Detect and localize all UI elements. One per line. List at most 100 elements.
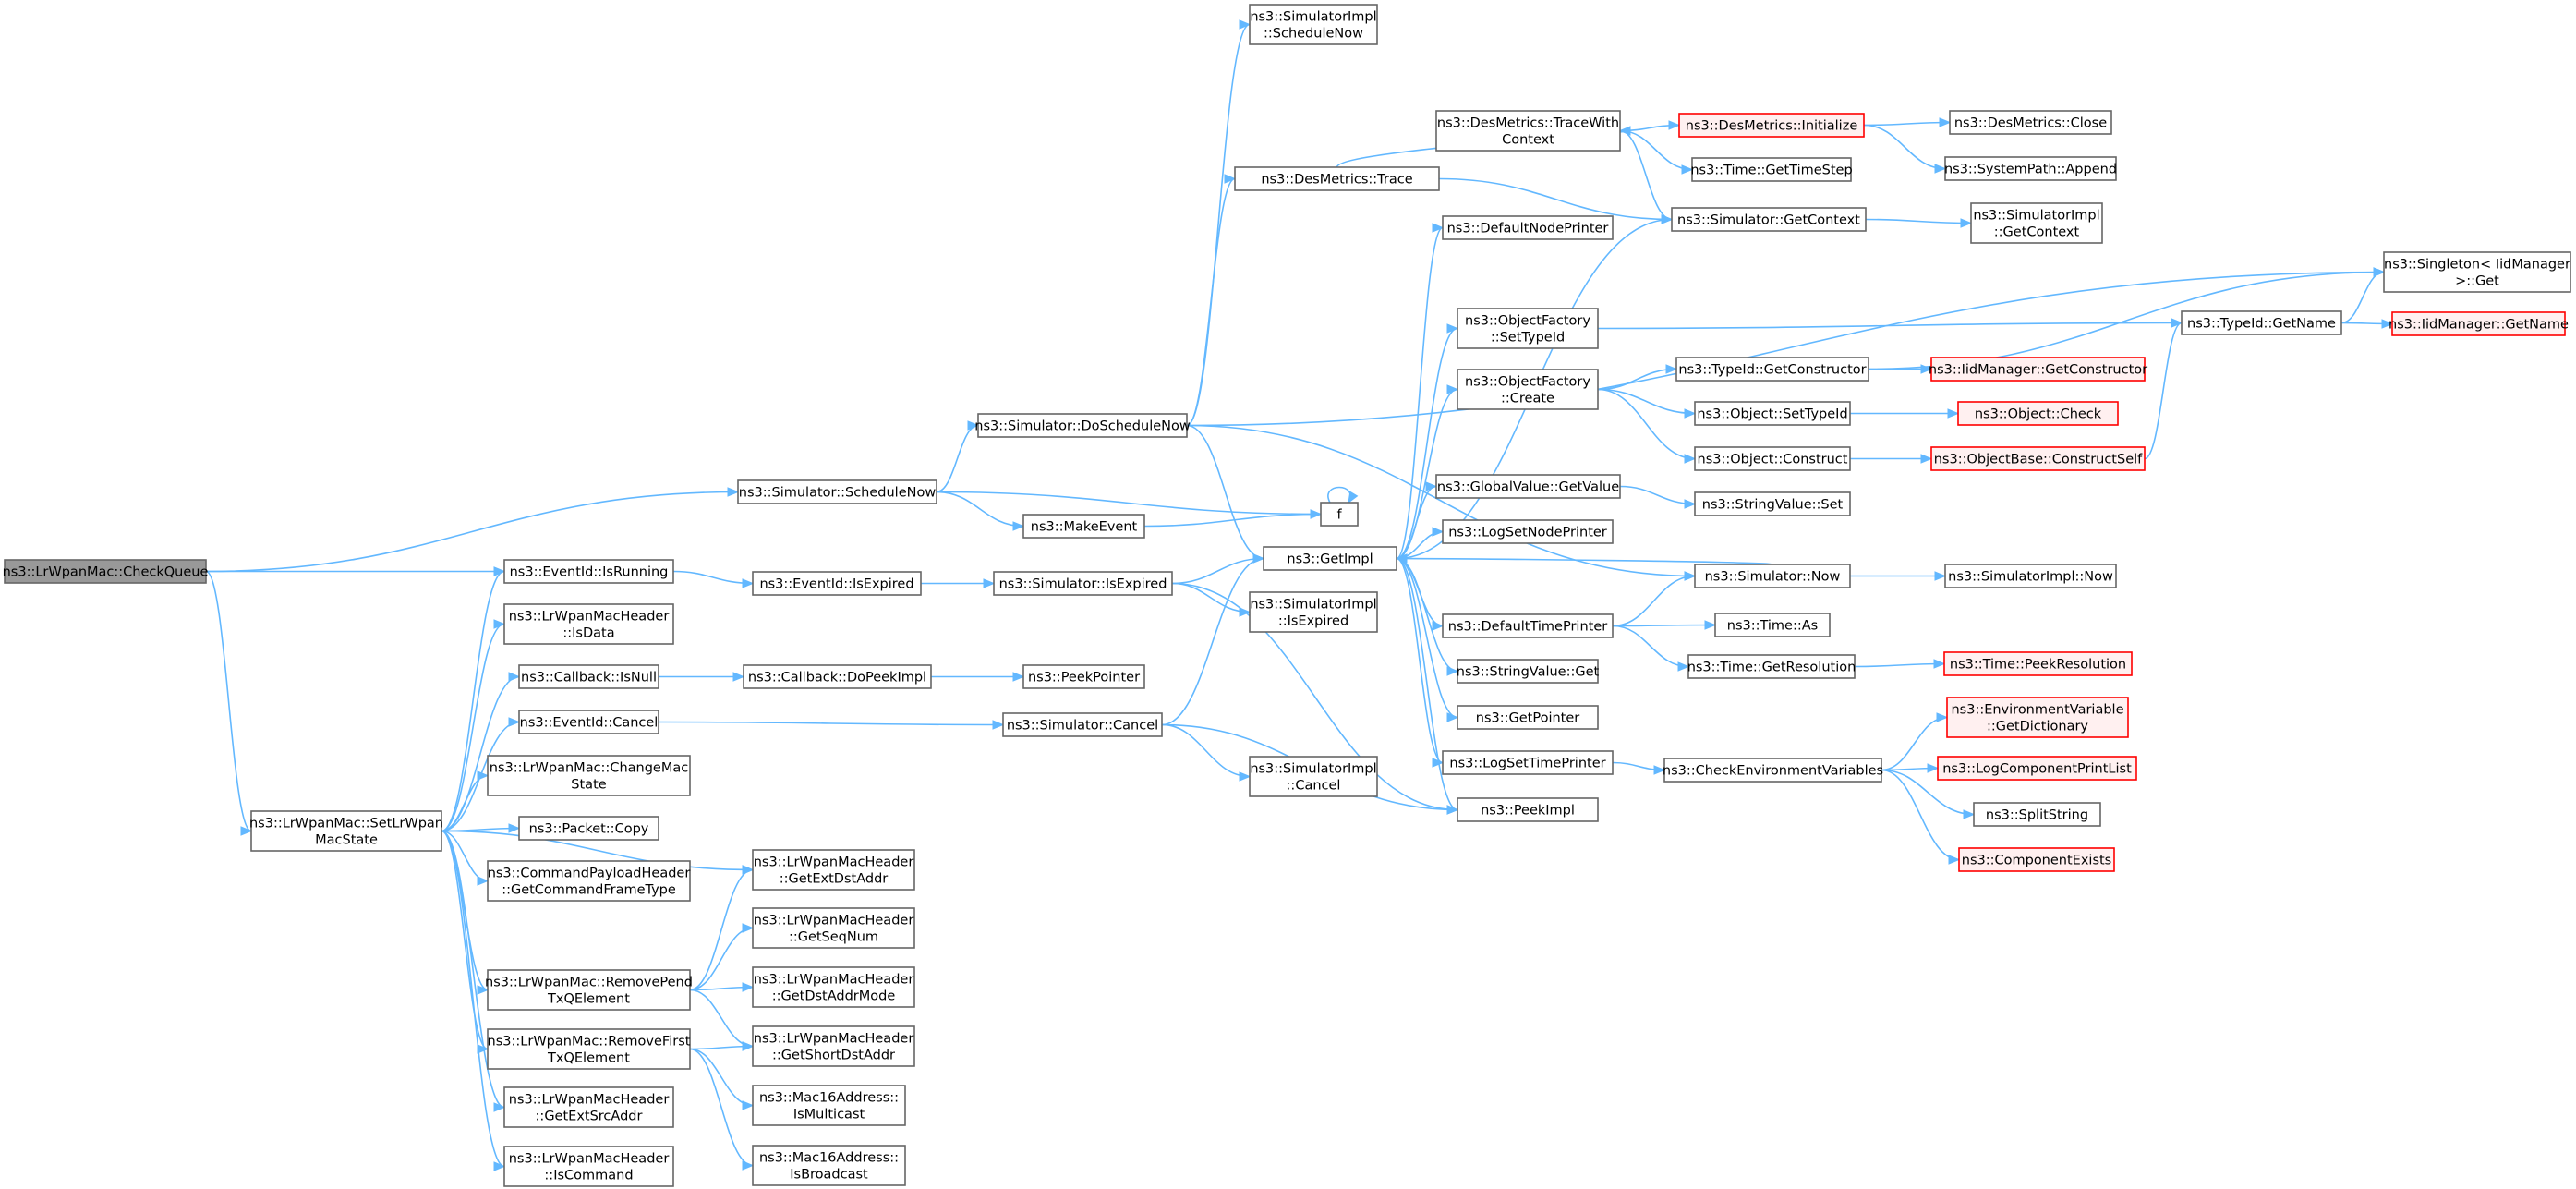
node-implexpired[interactable]: ns3::SimulatorImpl::IsExpired: [1249, 591, 1378, 633]
node-envdict[interactable]: ns3::EnvironmentVariable::GetDictionary: [1946, 697, 2129, 738]
node-timeres[interactable]: ns3::Time::GetResolution: [1687, 654, 1856, 679]
edge-line: [1186, 271, 2385, 427]
node-implnow[interactable]: ns3::SimulatorImpl::Now: [1944, 564, 2117, 588]
node-pktcopy[interactable]: ns3::Packet::Copy: [518, 816, 659, 841]
node-label: ns3::ObjectFactory: [1465, 375, 1590, 390]
node-svset[interactable]: ns3::StringValue::Set: [1694, 491, 1851, 516]
node-objbase[interactable]: ns3::ObjectBase::ConstructSelf: [1930, 446, 2146, 471]
edge-ofsettype-to-tidname: [1597, 318, 2183, 330]
node-tidname[interactable]: ns3::TypeId::GetName: [2181, 310, 2342, 335]
edge-arrowhead: [1661, 214, 1674, 224]
node-objcheck[interactable]: ns3::Object::Check: [1957, 401, 2119, 426]
edge-line: [689, 989, 754, 1048]
node-getptr[interactable]: ns3::GetPointer: [1457, 705, 1599, 730]
node-compexists[interactable]: ns3::ComponentExists: [1958, 847, 2115, 872]
node-lognode[interactable]: ns3::LogSetNodePrinter: [1442, 519, 1614, 544]
node-cmdframe[interactable]: ns3::CommandPayloadHeader::GetCommandFra…: [487, 860, 691, 902]
node-box: [1234, 166, 1440, 191]
node-f[interactable]: f: [1320, 502, 1359, 527]
node-desinit[interactable]: ns3::DesMetrics::Initialize: [1678, 113, 1865, 138]
node-peekimpl[interactable]: ns3::PeekImpl: [1457, 797, 1599, 822]
node-simexpired[interactable]: ns3::Simulator::IsExpired: [993, 571, 1173, 596]
node-ofsettype[interactable]: ns3::ObjectFactory::SetTypeId: [1457, 308, 1599, 349]
node-splitstr[interactable]: ns3::SplitString: [1973, 802, 2101, 827]
edge-dosched-to-destrace: [1186, 174, 1237, 427]
node-box: [503, 1146, 674, 1187]
node-implcancel[interactable]: ns3::SimulatorImpl::Cancel: [1249, 756, 1378, 797]
node-extsrc[interactable]: ns3::LrWpanMacHeader::GetExtSrcAddr: [503, 1086, 674, 1128]
node-isbcast[interactable]: ns3::Mac16Address::IsBroadcast: [752, 1145, 906, 1186]
edge-arrowhead: [508, 717, 521, 727]
node-iidname[interactable]: ns3::IidManager::GetName: [2389, 311, 2569, 336]
node-box: [1970, 202, 2103, 244]
node-dstmode[interactable]: ns3::LrWpanMacHeader::GetDstAddrMode: [752, 966, 915, 1008]
node-logcomp[interactable]: ns3::LogComponentPrintList: [1937, 756, 2137, 781]
node-evcancel[interactable]: ns3::EventId::Cancel: [518, 710, 659, 734]
edge-arrowhead: [1012, 672, 1025, 682]
node-label: ns3::Simulator::Cancel: [1007, 719, 1158, 734]
node-gvget[interactable]: ns3::GlobalValue::GetValue: [1435, 474, 1621, 499]
edge-tracectx-to-timestep: [1619, 129, 1694, 175]
node-sysappend[interactable]: ns3::SystemPath::Append: [1944, 156, 2117, 181]
node-singleton[interactable]: ns3::Singleton< IidManager>::Get: [2383, 251, 2571, 293]
node-iscommand[interactable]: ns3::LrWpanMacHeader::IsCommand: [503, 1146, 674, 1187]
edge-line: [936, 491, 1322, 516]
node-label: IsBroadcast: [790, 1168, 868, 1183]
node-extdst[interactable]: ns3::LrWpanMacHeader::GetExtDstAddr: [752, 849, 915, 891]
node-timeas[interactable]: ns3::Time::As: [1714, 613, 1831, 637]
node-seqnum[interactable]: ns3::LrWpanMacHeader::GetSeqNum: [752, 907, 915, 949]
edge-getimpl-to-svget: [1396, 557, 1459, 676]
node-getimpl[interactable]: ns3::GetImpl: [1263, 546, 1397, 571]
node-simcancel[interactable]: ns3::Simulator::Cancel: [1002, 712, 1163, 737]
edge-ofcreate-to-objconst: [1597, 388, 1697, 464]
node-label: ns3::SimulatorImpl::Now: [1948, 570, 2113, 585]
node-objconst[interactable]: ns3::Object::Construct: [1694, 446, 1851, 471]
edge-arrowhead: [240, 826, 253, 836]
node-destrace[interactable]: ns3::DesMetrics::Trace: [1234, 166, 1440, 191]
node-ofcreate[interactable]: ns3::ObjectFactory::Create: [1457, 369, 1599, 410]
node-dopeek[interactable]: ns3::Callback::DoPeekImpl: [743, 664, 932, 689]
node-sched[interactable]: ns3::Simulator::ScheduleNow: [737, 479, 937, 504]
node-box: [1457, 659, 1599, 684]
node-peekptr[interactable]: ns3::PeekPointer: [1022, 664, 1145, 689]
node-implsched[interactable]: ns3::SimulatorImpl::ScheduleNow: [1249, 4, 1378, 45]
edge-arrowhead: [1963, 809, 1976, 819]
node-evrun[interactable]: ns3::EventId::IsRunning: [503, 559, 674, 584]
node-deftime[interactable]: ns3::DefaultTimePrinter: [1442, 613, 1614, 638]
node-peekres[interactable]: ns3::Time::PeekResolution: [1943, 651, 2133, 676]
edge-line: [1396, 557, 1458, 673]
node-box: [752, 966, 915, 1008]
node-label: ns3::LrWpanMac::CheckQueue: [3, 565, 209, 580]
node-label: ns3::DesMetrics::TraceWith: [1437, 116, 1619, 131]
node-isdata[interactable]: ns3::LrWpanMacHeader::IsData: [503, 603, 674, 645]
edge-line: [1396, 327, 1458, 560]
node-objset[interactable]: ns3::Object::SetTypeId: [1694, 401, 1851, 426]
node-simnow[interactable]: ns3::Simulator::Now: [1694, 564, 1851, 588]
node-tidctor[interactable]: ns3::TypeId::GetConstructor: [1675, 357, 1869, 382]
node-simctx[interactable]: ns3::Simulator::GetContext: [1671, 207, 1867, 232]
node-defnode[interactable]: ns3::DefaultNodePrinter: [1442, 215, 1614, 240]
node-svget[interactable]: ns3::StringValue::Get: [1457, 659, 1600, 684]
node-dosched[interactable]: ns3::Simulator::DoScheduleNow: [974, 413, 1191, 438]
node-makeevent[interactable]: ns3::MakeEvent: [1022, 514, 1145, 539]
node-cbisnull[interactable]: ns3::Callback::IsNull: [518, 664, 659, 689]
node-checkenv[interactable]: ns3::CheckEnvironmentVariables: [1663, 758, 1883, 783]
edge-line: [1597, 388, 1696, 460]
node-logtime[interactable]: ns3::LogSetTimePrinter: [1442, 750, 1614, 775]
node-desclose[interactable]: ns3::DesMetrics::Close: [1949, 110, 2112, 135]
edge-getimpl-to-getptr: [1396, 557, 1459, 722]
node-label: ns3::SimulatorImpl: [1250, 762, 1376, 777]
node-evexpired[interactable]: ns3::EventId::IsExpired: [752, 571, 922, 596]
node-implctx[interactable]: ns3::SimulatorImpl::GetContext: [1970, 202, 2103, 244]
node-shortdst[interactable]: ns3::LrWpanMacHeader::GetShortDstAddr: [752, 1025, 915, 1067]
node-timestep[interactable]: ns3::Time::GetTimeStep: [1690, 157, 1853, 182]
node-iidctor[interactable]: ns3::IidManager::GetConstructor: [1929, 357, 2147, 382]
node-ismulti[interactable]: ns3::Mac16Address::IsMulticast: [752, 1085, 906, 1126]
node-checkqueue[interactable]: ns3::LrWpanMac::CheckQueue: [3, 559, 209, 584]
node-label: ns3::Object::Construct: [1698, 453, 1848, 467]
